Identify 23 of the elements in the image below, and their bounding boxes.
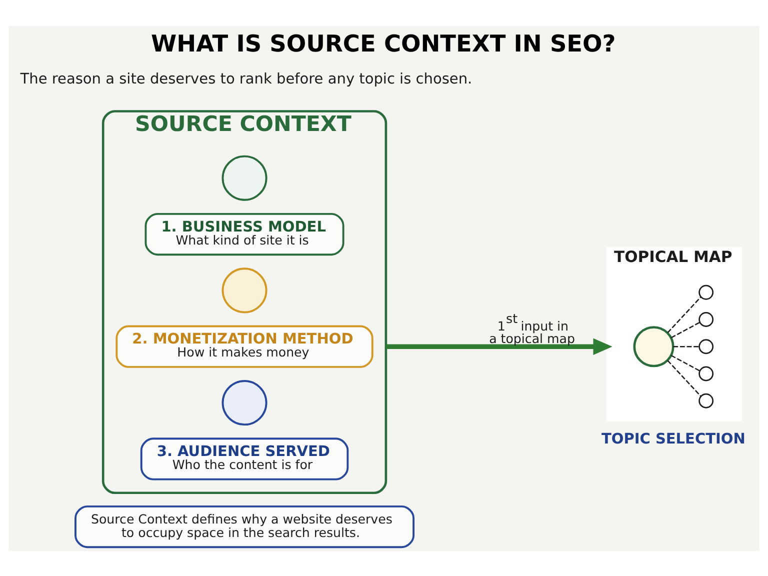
arrow xyxy=(386,338,612,354)
node-circle xyxy=(222,267,268,313)
connector xyxy=(667,360,702,396)
node-circle xyxy=(698,312,714,326)
connector xyxy=(670,321,700,338)
node-circle xyxy=(698,366,714,381)
label: The reason a site deserves to rank before any topic is chosen. xyxy=(20,71,472,88)
node-box: Source Context defines why a website deserves to occupy space in the search results. xyxy=(74,504,415,548)
node-box: 1. BUSINESS MODEL What kind of site it is xyxy=(144,212,344,256)
connector xyxy=(670,354,700,371)
node-circle xyxy=(222,380,268,426)
node-circle xyxy=(633,326,674,367)
node-box: 2. MONETIZATION METHOD How it makes money xyxy=(116,324,374,368)
node-circle xyxy=(222,154,268,200)
node-box: 3. AUDIENCE SERVED Who the content is for xyxy=(140,437,349,480)
diagram-title: WHAT IS SOURCE CONTEXT IN SEO? xyxy=(151,30,616,57)
node-circle xyxy=(698,338,714,354)
node-circle xyxy=(698,284,714,300)
node-label: TOPIC SELECTION xyxy=(601,430,746,447)
connector xyxy=(667,296,702,333)
cluster: TOPICAL MAP xyxy=(606,246,742,421)
connector xyxy=(673,346,700,347)
node-circle xyxy=(698,392,714,408)
